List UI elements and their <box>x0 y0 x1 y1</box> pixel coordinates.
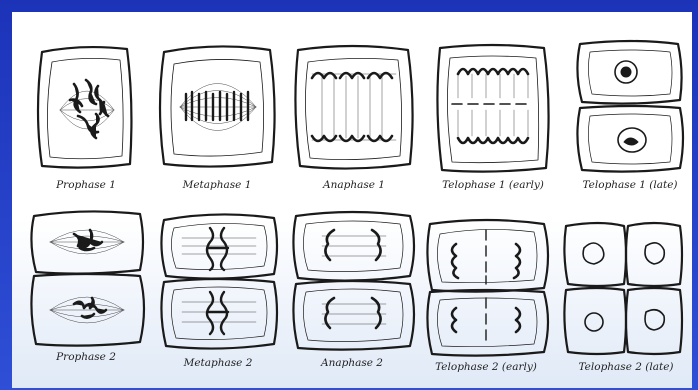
cell-telophase-1-early <box>437 45 548 172</box>
caption-anaphase-2: Anaphase 2 <box>320 357 383 369</box>
meiosis-diagram: Prophase 1 Metaphase 1 Anaphase 1 Teloph… <box>12 12 692 388</box>
cell-prophase-1 <box>38 47 131 168</box>
diagram-panel: Prophase 1 Metaphase 1 Anaphase 1 Teloph… <box>12 12 692 388</box>
caption-telophase-1-early: Telophase 1 (early) <box>442 179 544 191</box>
cell-metaphase-2 <box>161 214 277 348</box>
caption-telophase-2-early: Telophase 2 (early) <box>435 361 537 373</box>
caption-prophase-1: Prophase 1 <box>55 179 116 191</box>
caption-telophase-1-late: Telophase 1 (late) <box>582 179 677 191</box>
caption-anaphase-1: Anaphase 1 <box>322 179 385 191</box>
caption-telophase-2-late: Telophase 2 (late) <box>578 361 673 373</box>
caption-metaphase-1: Metaphase 1 <box>182 179 252 191</box>
cell-anaphase-1 <box>295 46 412 169</box>
cell-telophase-1-late <box>577 41 683 172</box>
cell-metaphase-1 <box>160 46 275 166</box>
cell-prophase-2 <box>31 211 144 345</box>
cell-telophase-2-late <box>564 223 682 354</box>
caption-prophase-2: Prophase 2 <box>55 351 116 363</box>
caption-metaphase-2: Metaphase 2 <box>183 357 253 369</box>
cell-telophase-2-early <box>427 220 548 356</box>
cell-anaphase-2 <box>293 212 414 350</box>
